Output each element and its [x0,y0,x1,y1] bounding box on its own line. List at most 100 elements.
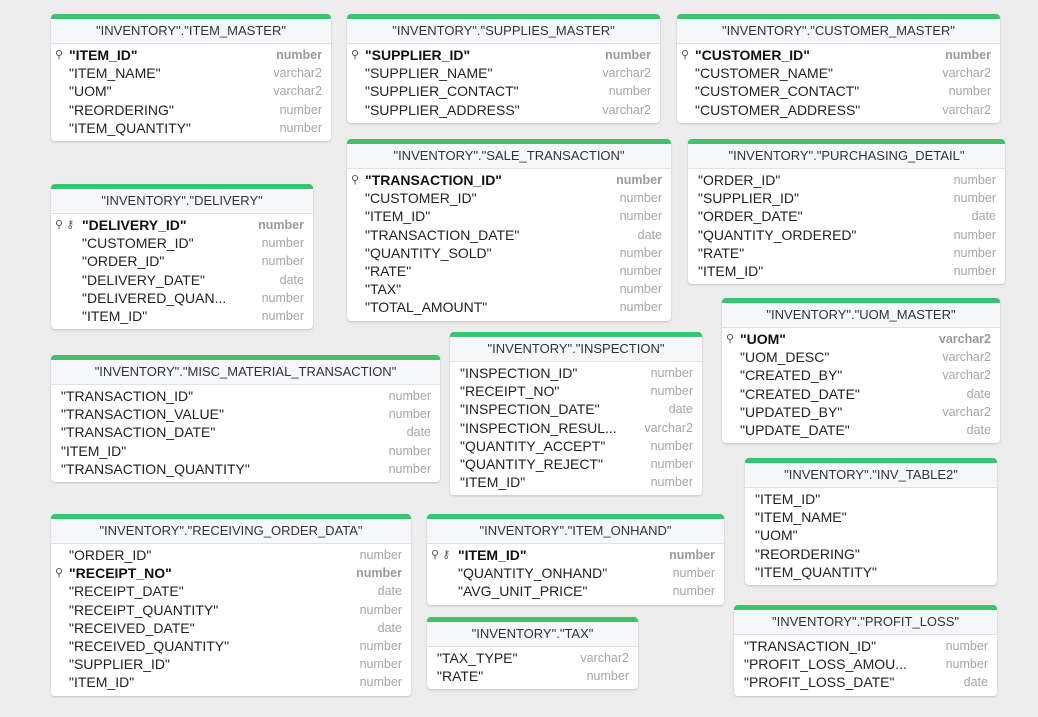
column-row[interactable]: "RECEIPT_NO"number [450,382,702,400]
column-row[interactable]: "INSPECTION_RESUL...varchar2 [450,419,702,437]
column-name: "CUSTOMER_ID" [365,190,477,207]
column-row[interactable]: "INSPECTION_DATE"date [450,400,702,418]
column-row[interactable]: "QUANTITY_SOLD"number [347,244,671,262]
column-row[interactable]: "TRANSACTION_VALUE"number [51,405,440,423]
column-row[interactable]: "RECEIPT_QUANTITY"number [51,601,411,619]
column-row[interactable]: "CUSTOMER_CONTACT"number [677,82,1000,100]
table-item-master[interactable]: "INVENTORY"."ITEM_MASTER" ⚲"ITEM_ID"numb… [51,14,331,141]
column-row[interactable]: ⚲"SUPPLIER_ID"number [347,46,660,64]
column-row[interactable]: "TAX_TYPE"varchar2 [427,649,638,667]
column-row[interactable]: "PROFIT_LOSS_AMOU...number [734,655,997,673]
column-row[interactable]: "CUSTOMER_NAME"varchar2 [677,64,1000,82]
table-supplies-master[interactable]: "INVENTORY"."SUPPLIES_MASTER" ⚲"SUPPLIER… [347,14,660,123]
table-customer-master[interactable]: "INVENTORY"."CUSTOMER_MASTER" ⚲"CUSTOMER… [677,14,1000,123]
column-row[interactable]: "TRANSACTION_QUANTITY"number [51,460,440,478]
column-name: "ITEM_ID" [460,474,526,491]
column-row[interactable]: "ITEM_ID"number [51,442,440,460]
column-row[interactable]: "ITEM_NAME"varchar2 [51,64,331,82]
column-row[interactable]: ⚲"ITEM_ID"number [51,46,331,64]
column-row[interactable]: "QUANTITY_REJECT"number [450,455,702,473]
table-title: "INVENTORY"."MISC_MATERIAL_TRANSACTION" [51,360,440,385]
column-row[interactable]: "SUPPLIER_ID"number [688,189,1005,207]
table-misc-material-transaction[interactable]: "INVENTORY"."MISC_MATERIAL_TRANSACTION" … [51,355,440,482]
column-row[interactable]: "QUANTITY_ONHAND"number [427,564,724,582]
column-row[interactable]: "TOTAL_AMOUNT"number [347,298,671,316]
column-name: "ITEM_ID" [698,262,764,279]
column-name: "ITEM_ID" [82,307,148,324]
column-row[interactable]: "ITEM_ID" [745,490,997,508]
column-row[interactable]: ⚲"UOM"varchar2 [722,330,1000,348]
column-type: number [388,407,431,422]
column-row[interactable]: "UOM_DESC"varchar2 [722,348,1000,366]
column-row[interactable]: "ORDER_ID"number [51,252,313,270]
table-profit-loss[interactable]: "INVENTORY"."PROFIT_LOSS" "TRANSACTION_I… [734,605,997,696]
column-row[interactable]: "UPDATED_BY"varchar2 [722,403,1000,421]
column-name: "ORDER_ID" [69,547,152,563]
column-row[interactable]: "RATE"number [688,244,1005,262]
column-name: "TRANSACTION_ID" [744,638,877,654]
column-row[interactable]: "ITEM_ID"number [688,262,1005,280]
table-item-onhand[interactable]: "INVENTORY"."ITEM_ONHAND" ⚲ ⚷"ITEM_ID"nu… [427,514,724,605]
column-row[interactable]: ⚲"TRANSACTION_ID"number [347,171,671,189]
column-row[interactable]: "CREATED_DATE"date [722,385,1000,403]
column-name: "QUANTITY_ORDERED" [698,226,857,243]
column-row[interactable]: "TRANSACTION_ID"number [51,387,440,405]
column-type: number [279,102,322,117]
column-row[interactable]: "ITEM_NAME" [745,508,997,526]
column-row[interactable]: ⚲"CUSTOMER_ID"number [677,46,1000,64]
primary-key-icon: ⚲ [726,333,735,345]
column-row[interactable]: "SUPPLIER_CONTACT"number [347,82,660,100]
column-row[interactable]: "RECEIPT_DATE"date [51,582,411,600]
column-type: number [261,290,304,305]
column-row[interactable]: "ITEM_ID"number [347,207,671,225]
column-row[interactable]: "REORDERING" [745,545,997,563]
column-row[interactable]: ⚲ ⚷"ITEM_ID"number [427,546,724,564]
column-row[interactable]: "CUSTOMER_ADDRESS"varchar2 [677,101,1000,119]
column-row[interactable]: "ITEM_ID"number [51,673,411,691]
column-row[interactable]: ⚲"RECEIPT_NO"number [51,564,411,582]
column-row[interactable]: "TRANSACTION_DATE"date [51,423,440,441]
column-row[interactable]: "TRANSACTION_DATE"date [347,226,671,244]
column-row[interactable]: "RATE"number [347,262,671,280]
column-row[interactable]: "RECEIVED_DATE"date [51,619,411,637]
column-row[interactable]: "ORDER_ID"number [51,546,411,564]
column-row[interactable]: "UPDATE_DATE"date [722,421,1000,439]
table-purchasing-detail[interactable]: "INVENTORY"."PURCHASING_DETAIL" "ORDER_I… [688,139,1005,285]
column-row[interactable]: "UOM" [745,526,997,544]
column-row[interactable]: "UOM"varchar2 [51,82,331,100]
column-row[interactable]: "CREATED_BY"varchar2 [722,366,1000,384]
column-row[interactable]: "ITEM_QUANTITY" [745,563,997,581]
column-row[interactable]: "ITEM_ID"number [51,307,313,325]
column-row[interactable]: "PROFIT_LOSS_DATE"date [734,673,997,691]
column-type: number [672,566,715,581]
table-receiving-order-data[interactable]: "INVENTORY"."RECEIVING_ORDER_DATA" "ORDE… [51,514,411,696]
column-row[interactable]: "ORDER_ID"number [688,171,1005,189]
table-inspection[interactable]: "INVENTORY"."INSPECTION" "INSPECTION_ID"… [450,332,702,496]
table-tax[interactable]: "INVENTORY"."TAX" "TAX_TYPE"varchar2 "RA… [427,617,638,690]
column-row[interactable]: "SUPPLIER_ADDRESS"varchar2 [347,101,660,119]
column-row[interactable]: "DELIVERY_DATE"date [51,271,313,289]
column-row[interactable]: "CUSTOMER_ID"number [51,234,313,252]
column-row[interactable]: "ORDER_DATE"date [688,207,1005,225]
column-row[interactable]: "RATE"number [427,667,638,685]
column-row[interactable]: "ITEM_ID"number [450,473,702,491]
table-inv-table2[interactable]: "INVENTORY"."INV_TABLE2" "ITEM_ID" "ITEM… [745,458,997,585]
column-row[interactable]: "RECEIVED_QUANTITY"number [51,637,411,655]
column-row[interactable]: "TRANSACTION_ID"number [734,637,997,655]
column-row[interactable]: "REORDERING"number [51,101,331,119]
column-row[interactable]: "SUPPLIER_ID"number [51,655,411,673]
column-row[interactable]: "QUANTITY_ORDERED"number [688,226,1005,244]
column-row[interactable]: ⚲ ⚷"DELIVERY_ID"number [51,216,313,234]
table-delivery[interactable]: "INVENTORY"."DELIVERY" ⚲ ⚷"DELIVERY_ID"n… [51,184,313,330]
column-row[interactable]: "DELIVERED_QUAN...number [51,289,313,307]
column-row[interactable]: "CUSTOMER_ID"number [347,189,671,207]
column-row[interactable]: "ITEM_QUANTITY"number [51,119,331,137]
column-row[interactable]: "AVG_UNIT_PRICE"number [427,582,724,600]
table-uom-master[interactable]: "INVENTORY"."UOM_MASTER" ⚲"UOM"varchar2 … [722,298,1000,444]
column-row[interactable]: "SUPPLIER_NAME"varchar2 [347,64,660,82]
column-row[interactable]: "INSPECTION_ID"number [450,364,702,382]
column-row[interactable]: "QUANTITY_ACCEPT"number [450,437,702,455]
column-row[interactable]: "TAX"number [347,280,671,298]
table-sale-transaction[interactable]: "INVENTORY"."SALE_TRANSACTION" ⚲"TRANSAC… [347,139,671,321]
